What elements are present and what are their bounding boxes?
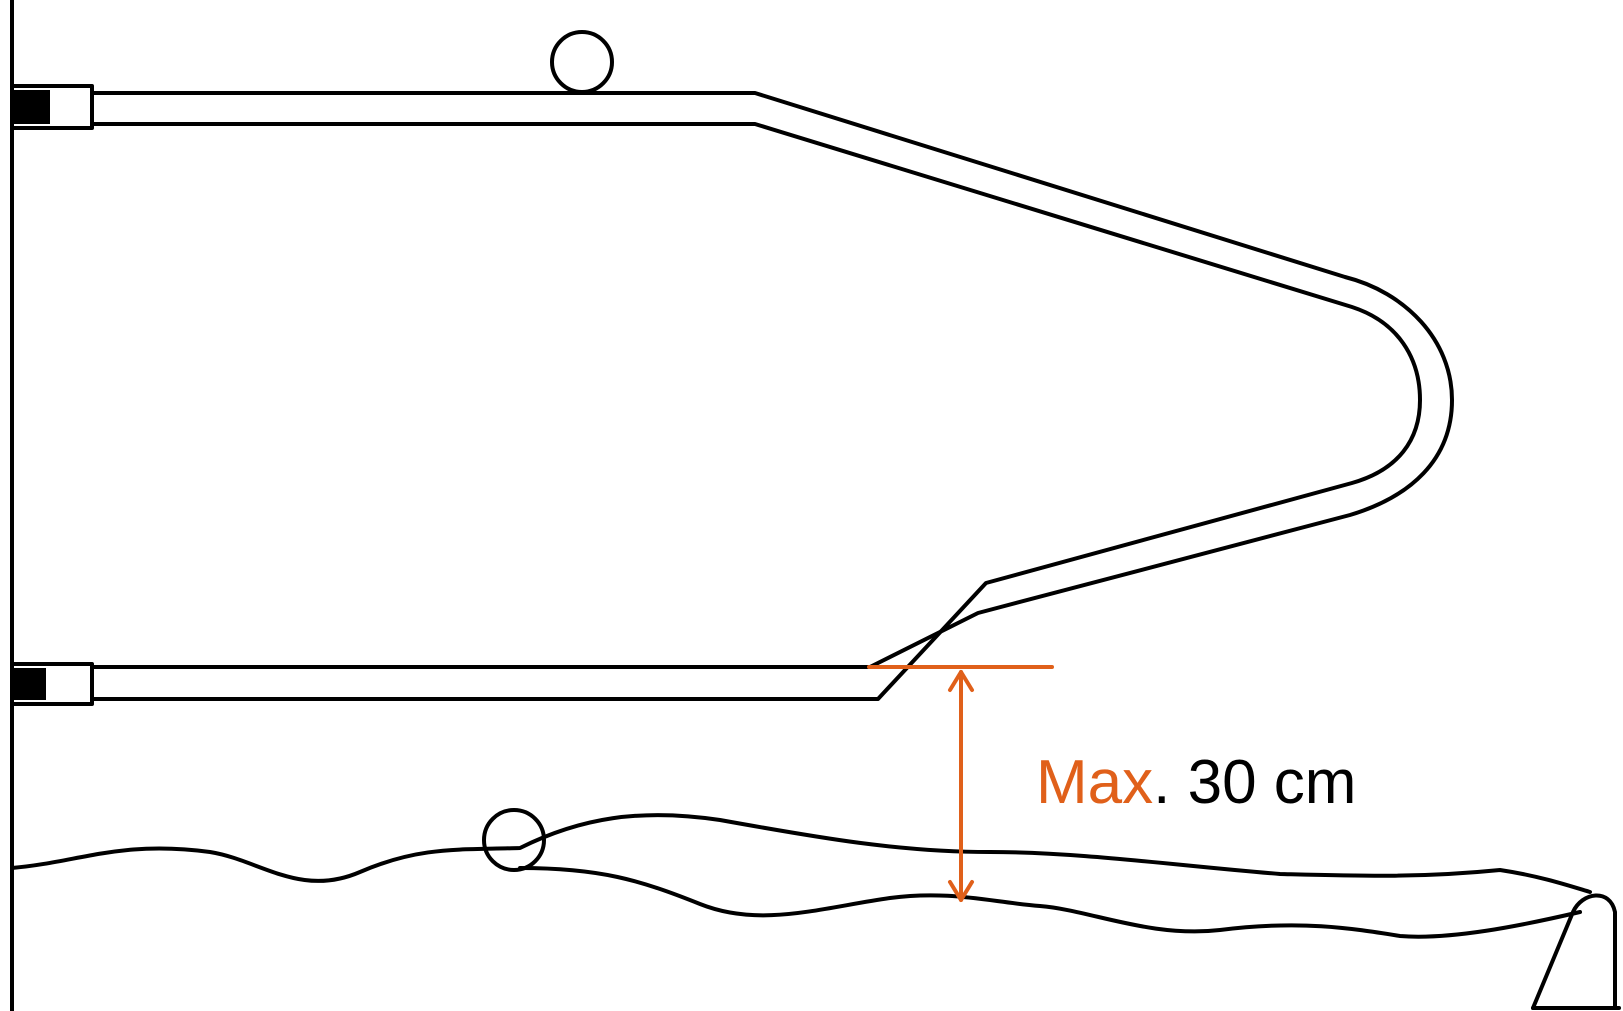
max-depth-label: Max. 30 cm [1036,752,1356,814]
top-float-circle [550,30,614,94]
double-arrow-icon [948,670,974,902]
weight-block [1531,893,1617,1010]
measure-arrow-head-top [948,670,974,692]
lower-wall-bracket-fill [12,668,46,700]
measure-arrow-head-bottom [948,880,974,902]
ladder-rail-inner [90,122,1422,701]
water-surface-lower [518,866,1582,939]
max-depth-label-value: . 30 cm [1153,748,1357,817]
ladder-rail-outer [90,91,1454,669]
upper-wall-bracket-fill [12,90,50,124]
water-float-circle [482,808,546,872]
water-surface-upper [10,813,1592,894]
max-depth-label-prefix: Max [1036,748,1154,817]
